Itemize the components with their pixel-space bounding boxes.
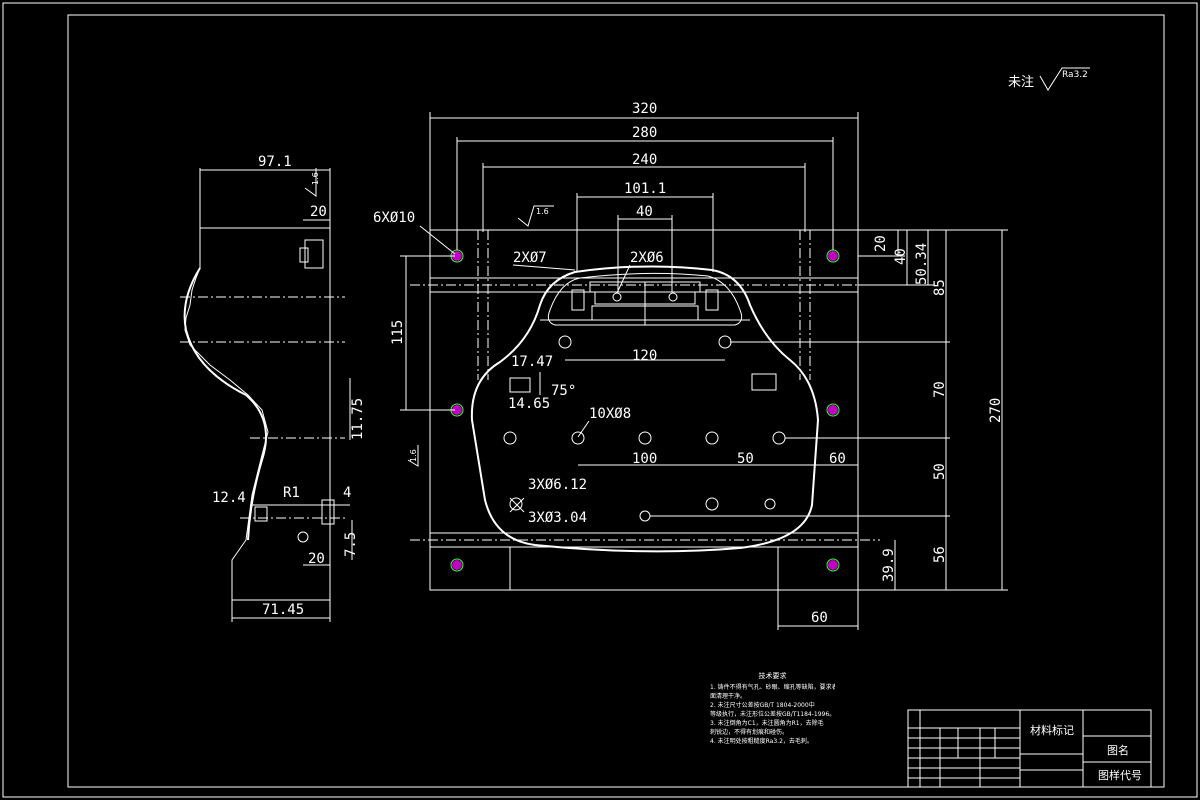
dim-56: 56	[932, 546, 948, 563]
side-section-view: 97.1 1.6 20 11.75 12.4 R1 4 7.5 20 71.45	[180, 154, 366, 622]
dim-60-bottom: 60	[811, 610, 828, 626]
angle-75: 75°	[551, 383, 576, 399]
technical-notes: 技术要求 1. 铸件不得有气孔、砂眼、缩孔等缺陷，要求表 面清理干净。 2. 未…	[710, 672, 835, 746]
dim-39-9: 39.9	[881, 548, 897, 582]
material-label: 材料标记	[1030, 723, 1074, 737]
main-plan-view: 320 280 240 101.1 40 6XØ10 1.6 2XØ7 2XØ6…	[373, 101, 1008, 630]
roughness-note-label: 未注	[1008, 75, 1034, 90]
technical-note-line: 面清理干净。	[710, 693, 747, 700]
dim-240: 240	[632, 152, 657, 168]
technical-note-line: 4. 未注明处按粗糙度Ra3.2，去毛刺。	[710, 738, 813, 745]
drawing-name: 图名	[1107, 743, 1129, 757]
dim-14-65: 14.65	[508, 396, 550, 412]
dim-40: 40	[636, 204, 653, 220]
side-dim-7-5: 7.5	[343, 532, 359, 557]
side-dim-12-4: 12.4	[212, 490, 246, 506]
side-roughness: 1.6	[311, 172, 320, 185]
drawing-code: 图样代号	[1098, 768, 1142, 782]
side-section-hatch	[184, 227, 331, 601]
dim-50-v: 50	[932, 463, 948, 480]
side-dim-r1: R1	[283, 485, 300, 501]
callout-3x3-04: 3XØ3.04	[528, 510, 587, 526]
plate-outline	[429, 229, 859, 591]
dim-r20: 20	[873, 235, 889, 252]
dim-17-47: 17.47	[511, 354, 553, 370]
technical-note-line: 等级执行，未注形位公差按GB/T1184-1996。	[710, 711, 835, 718]
dim-320: 320	[632, 101, 657, 117]
dim-50-h: 50	[737, 451, 754, 467]
dim-101-1: 101.1	[624, 181, 666, 197]
title-block: 材料标记 图名 图样代号	[907, 709, 1152, 788]
side-dim-20-bottom: 20	[308, 551, 325, 567]
dim-50-34: 50.34	[914, 243, 930, 285]
side-dim-11-75: 11.75	[350, 398, 366, 440]
ejector-holes	[503, 335, 786, 522]
technical-note-line: 刺锐边，不得有划痕和碰伤。	[710, 729, 789, 736]
roughness-top: 1.6	[536, 207, 549, 216]
side-dim-20-top: 20	[310, 204, 327, 220]
technical-note-line: 1. 铸件不得有气孔、砂眼、缩孔等缺陷，要求表	[710, 684, 835, 691]
sheet-inner-border	[67, 14, 1165, 788]
callout-2x6: 2XØ6	[630, 250, 664, 266]
dim-270: 270	[988, 398, 1004, 423]
side-dim-4: 4	[343, 485, 351, 501]
dim-120: 120	[632, 348, 657, 364]
dim-280: 280	[632, 125, 657, 141]
side-dim-71-45: 71.45	[262, 602, 304, 618]
roughness-note: 未注 Ra3.2	[1008, 67, 1090, 91]
callout-2x7: 2XØ7	[513, 250, 547, 266]
dim-100: 100	[632, 451, 657, 467]
side-dim-97-1: 97.1	[258, 154, 292, 170]
callout-3x6-12: 3XØ6.12	[528, 477, 587, 493]
dim-85: 85	[932, 279, 948, 296]
roughness-left: 1.6	[409, 449, 418, 462]
cavity-outline	[470, 265, 820, 553]
callout-6x10: 6XØ10	[373, 210, 415, 226]
technical-note-line: 2. 未注尺寸公差按GB/T 1804-2000中	[710, 702, 815, 709]
technical-notes-title: 技术要求	[758, 672, 787, 680]
technical-note-line: 3. 未注倒角为C1，未注圆角为R1，去除毛	[710, 720, 824, 727]
callout-10x8: 10XØ8	[589, 406, 631, 422]
dim-60-h: 60	[829, 451, 846, 467]
roughness-note-value: Ra3.2	[1062, 70, 1088, 80]
dim-115: 115	[390, 320, 406, 345]
dim-70: 70	[932, 381, 948, 398]
dim-r40: 40	[893, 248, 909, 265]
